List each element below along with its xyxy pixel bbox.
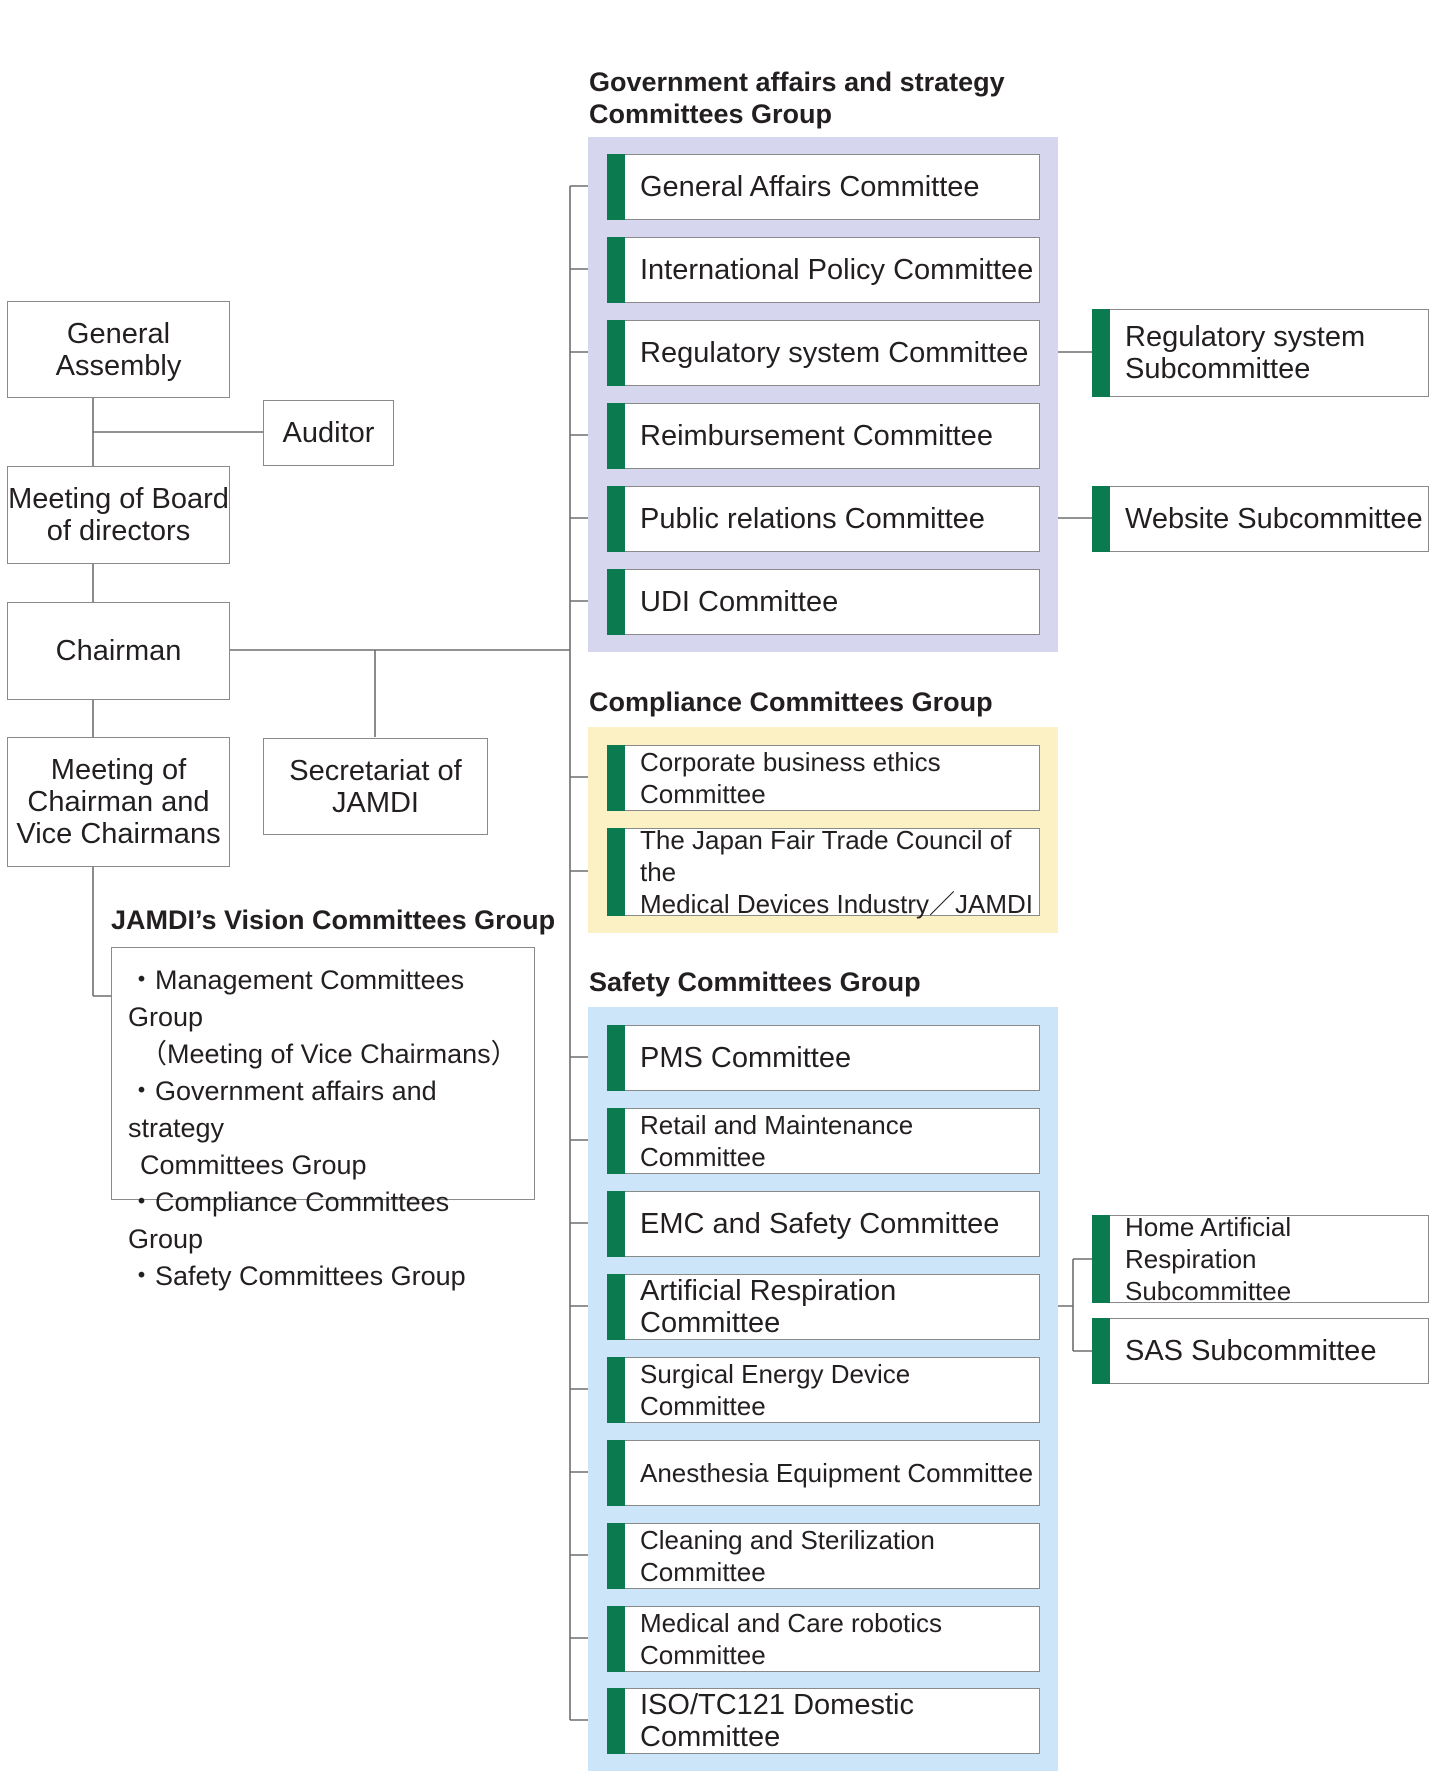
committee-label: Corporate business ethics Committee — [640, 747, 941, 809]
government-group-panel — [588, 137, 1058, 652]
committee-medical-care-robotics: Medical and Care robotics Committee — [607, 1606, 1040, 1672]
vice-chairmans-meeting-label: Meeting of Chairman and Vice Chairmans — [16, 754, 221, 850]
subcommittee-regulatory-system: Regulatory system Subcommittee — [1092, 309, 1429, 397]
committee-udi: UDI Committee — [607, 569, 1040, 635]
committee-surgical-energy-device: Surgical Energy Device Committee — [607, 1357, 1040, 1423]
committee-label: The Japan Fair Trade Council of the Medi… — [640, 825, 1033, 919]
committee-label: Surgical Energy Device Committee — [640, 1359, 911, 1421]
committee-cleaning-sterilization: Cleaning and Sterilization Committee — [607, 1523, 1040, 1589]
vision-item: ・Management Committees Group — [128, 965, 465, 1032]
subcommittee-website: Website Subcommittee — [1092, 486, 1429, 552]
committee-label: EMC and Safety Committee — [640, 1208, 1000, 1240]
secretariat-box: Secretariat of JAMDI — [263, 738, 488, 835]
vision-item: ・Safety Committees Group — [128, 1261, 466, 1291]
vision-item: （Meeting of Vice Chairmans） — [140, 1039, 518, 1069]
safety-group-title: Safety Committees Group — [589, 967, 921, 997]
vision-group-box: ・Management Committees Group （Meeting of… — [111, 947, 535, 1291]
vision-item: ・Government affairs and strategy — [128, 1076, 437, 1143]
committee-artificial-respiration: Artificial Respiration Committee — [607, 1274, 1040, 1340]
compliance-group-title: Compliance Committees Group — [589, 687, 993, 717]
committee-retail-maintenance: Retail and Maintenance Committee — [607, 1108, 1040, 1174]
committee-anesthesia-equipment: Anesthesia Equipment Committee — [607, 1440, 1040, 1506]
committee-label: Anesthesia Equipment Committee — [640, 1458, 1034, 1488]
subcommittee-label: Website Subcommittee — [1125, 503, 1423, 535]
vision-item: ・Compliance Committees Group — [128, 1187, 450, 1254]
subcommittee-label: Regulatory system Subcommittee — [1125, 321, 1366, 385]
chairman-box: Chairman — [7, 602, 230, 700]
committee-reimbursement: Reimbursement Committee — [607, 403, 1040, 469]
board-meeting-box: Meeting of Board of directors — [7, 466, 230, 564]
committee-label: Medical and Care robotics Committee — [640, 1608, 943, 1670]
committee-label: UDI Committee — [640, 586, 839, 618]
committee-fair-trade-council: The Japan Fair Trade Council of the Medi… — [607, 825, 1040, 919]
committee-public-relations: Public relations Committee — [607, 486, 1040, 552]
committee-business-ethics: Corporate business ethics Committee — [607, 745, 1040, 811]
subcommittee-sas: SAS Subcommittee — [1092, 1318, 1429, 1384]
committee-pms: PMS Committee — [607, 1025, 1040, 1091]
committee-general-affairs: General Affairs Committee — [607, 154, 1040, 220]
vice-chairmans-meeting-box: Meeting of Chairman and Vice Chairmans — [7, 737, 230, 867]
government-group-title: Government affairs and strategy Committe… — [589, 67, 1005, 129]
committee-label: General Affairs Committee — [640, 171, 980, 203]
auditor-box: Auditor — [263, 400, 394, 466]
subcommittee-label: Home Artificial Respiration Subcommittee — [1125, 1212, 1292, 1306]
committee-label: Reimbursement Committee — [640, 420, 993, 452]
vision-group-title: JAMDI’s Vision Committees Group — [111, 905, 556, 935]
general-assembly-box: General Assembly — [7, 301, 230, 398]
committee-label: Public relations Committee — [640, 503, 985, 535]
committee-label: ISO/TC121 Domestic Committee — [640, 1689, 914, 1753]
committee-iso-tc121: ISO/TC121 Domestic Committee — [607, 1688, 1040, 1754]
subcommittee-label: SAS Subcommittee — [1125, 1335, 1377, 1367]
committee-label: Retail and Maintenance Committee — [640, 1110, 914, 1172]
committee-label: International Policy Committee — [640, 254, 1034, 286]
committee-label: PMS Committee — [640, 1042, 852, 1074]
general-assembly-label: General Assembly — [55, 317, 182, 382]
committee-label: Regulatory system Committee — [640, 337, 1029, 369]
committee-emc-safety: EMC and Safety Committee — [607, 1191, 1040, 1257]
chairman-label: Chairman — [55, 635, 182, 667]
committee-regulatory-system: Regulatory system Committee — [607, 320, 1040, 386]
committee-label: Cleaning and Sterilization Committee — [640, 1525, 935, 1587]
vision-item: Committees Group — [140, 1150, 367, 1180]
committee-label: Artificial Respiration Committee — [640, 1275, 897, 1339]
committee-international-policy: International Policy Committee — [607, 237, 1040, 303]
board-meeting-label: Meeting of Board of directors — [8, 483, 229, 547]
auditor-label: Auditor — [282, 417, 375, 449]
secretariat-label: Secretariat of JAMDI — [289, 754, 462, 819]
subcommittee-home-artificial-respiration: Home Artificial Respiration Subcommittee — [1092, 1212, 1429, 1306]
